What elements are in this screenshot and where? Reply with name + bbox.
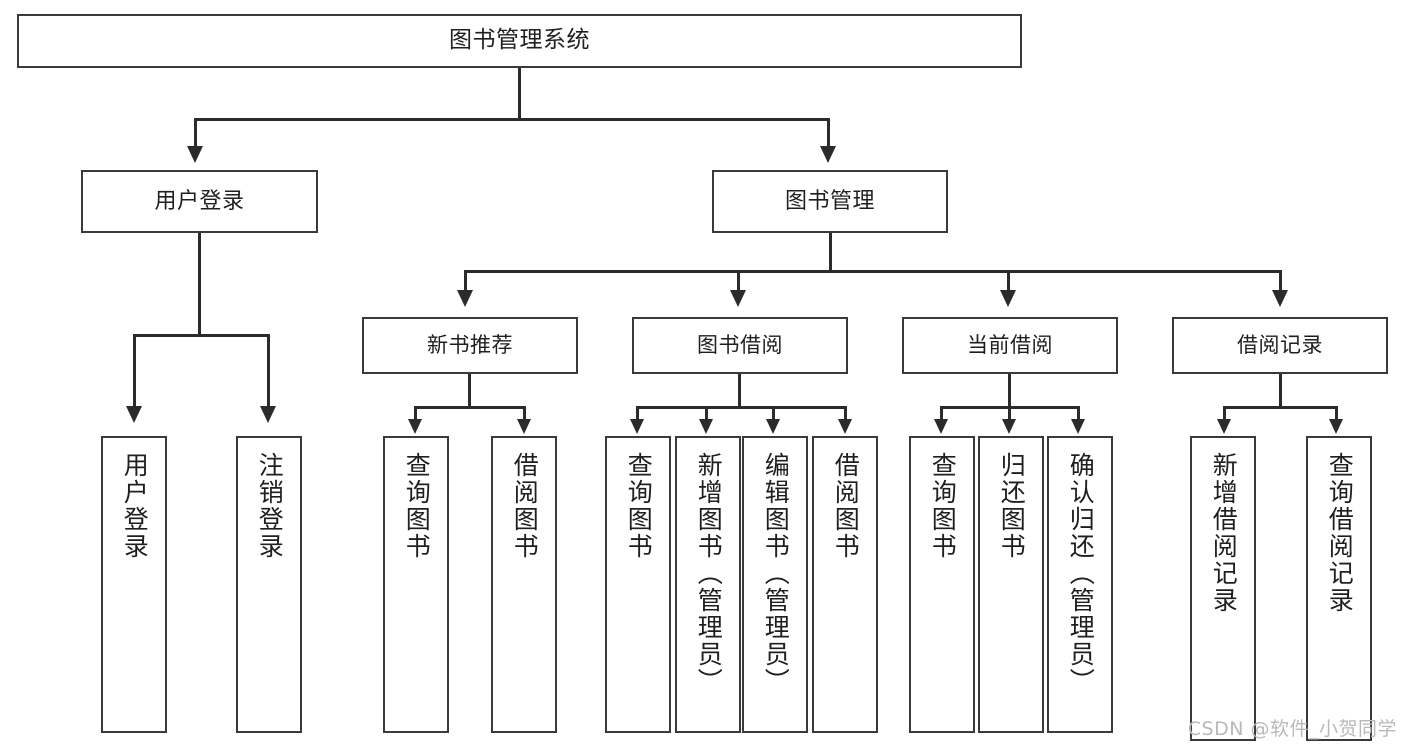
node-label: 确认归还（管理员） bbox=[1066, 452, 1096, 695]
node-label: 用户登录 bbox=[154, 188, 245, 214]
node-label: 查询借阅记录 bbox=[1325, 452, 1355, 614]
leaf-user-login-logout[interactable]: 注销登录 bbox=[236, 436, 302, 733]
connector-current-borrow-drop-3 bbox=[1077, 406, 1080, 420]
connector-borrow-record-drop-2 bbox=[1335, 406, 1338, 420]
node-label: 图书管理系统 bbox=[449, 27, 590, 54]
node-label: 查询图书 bbox=[624, 452, 654, 560]
connector-root-bus bbox=[194, 118, 830, 121]
connector-root-to-book-mgmt bbox=[827, 118, 830, 148]
node-new-book-recommend[interactable]: 新书推荐 bbox=[362, 317, 578, 374]
node-label: 图书管理 bbox=[784, 188, 875, 214]
arrowhead-book-borrow-leaf-4 bbox=[838, 419, 852, 434]
leaf-current-borrow-query-book[interactable]: 查询图书 bbox=[909, 436, 975, 733]
leaf-borrow-record-add-record[interactable]: 新增借阅记录 bbox=[1190, 436, 1256, 741]
connector-book-mgmt-drop-borrow-record bbox=[1279, 270, 1282, 292]
connector-new-book-drop-2 bbox=[523, 406, 526, 420]
arrowhead-new-book-recommend bbox=[457, 290, 473, 307]
arrowhead-root-to-user-login bbox=[187, 146, 203, 163]
connector-new-book-bus bbox=[414, 406, 526, 409]
node-user-login[interactable]: 用户登录 bbox=[81, 170, 318, 233]
node-label: 新增图书（管理员） bbox=[694, 452, 724, 695]
connector-book-mgmt-drop-current-borrow bbox=[1007, 270, 1010, 292]
arrowhead-borrow-record-leaf-2 bbox=[1329, 419, 1343, 434]
node-book-management[interactable]: 图书管理 bbox=[712, 170, 948, 233]
node-label: 编辑图书（管理员） bbox=[761, 452, 791, 695]
connector-book-borrow-drop-1 bbox=[636, 406, 639, 420]
leaf-book-borrow-query-book[interactable]: 查询图书 bbox=[605, 436, 671, 733]
csdn-watermark: CSDN @软件_小贺同学 bbox=[1187, 718, 1397, 740]
node-label: 用户登录 bbox=[120, 452, 150, 560]
leaf-new-book-borrow-book[interactable]: 借阅图书 bbox=[491, 436, 557, 733]
connector-borrow-record-bus bbox=[1223, 406, 1338, 409]
leaf-user-login-login[interactable]: 用户登录 bbox=[101, 436, 167, 733]
leaf-book-borrow-edit-book[interactable]: 编辑图书（管理员） bbox=[742, 436, 808, 733]
connector-borrow-record-stem bbox=[1279, 374, 1282, 407]
arrowhead-book-borrow-leaf-1 bbox=[630, 419, 644, 434]
arrowhead-current-borrow-leaf-3 bbox=[1071, 419, 1085, 434]
connector-book-mgmt-drop-book-borrow bbox=[737, 270, 740, 292]
node-book-borrow[interactable]: 图书借阅 bbox=[632, 317, 848, 374]
connector-borrow-record-drop-1 bbox=[1223, 406, 1226, 420]
connector-root-stem bbox=[518, 68, 521, 118]
connector-book-borrow-bus bbox=[636, 406, 847, 409]
node-label: 借阅图书 bbox=[510, 452, 540, 560]
arrowhead-borrow-record bbox=[1272, 290, 1288, 307]
connector-root-to-user-login bbox=[194, 118, 197, 148]
node-label: 注销登录 bbox=[255, 452, 285, 560]
node-label: 借阅图书 bbox=[831, 452, 861, 560]
node-borrow-record[interactable]: 借阅记录 bbox=[1172, 317, 1388, 374]
leaf-current-borrow-confirm-return[interactable]: 确认归还（管理员） bbox=[1047, 436, 1113, 733]
connector-new-book-stem bbox=[468, 374, 471, 407]
arrowhead-new-book-leaf-2 bbox=[517, 419, 531, 434]
arrowhead-user-login-leaf-1 bbox=[126, 406, 142, 423]
node-label: 当前借阅 bbox=[967, 333, 1053, 358]
arrowhead-borrow-record-leaf-1 bbox=[1217, 419, 1231, 434]
node-label: 新增借阅记录 bbox=[1209, 452, 1239, 614]
node-label: 借阅记录 bbox=[1237, 333, 1323, 358]
arrowhead-current-borrow-leaf-1 bbox=[934, 419, 948, 434]
connector-new-book-drop-1 bbox=[414, 406, 417, 420]
connector-book-borrow-drop-2 bbox=[705, 406, 708, 420]
connector-book-mgmt-drop-new-book bbox=[464, 270, 467, 292]
connector-current-borrow-stem bbox=[1008, 374, 1011, 407]
arrowhead-current-borrow bbox=[1000, 290, 1016, 307]
arrowhead-book-borrow-leaf-2 bbox=[699, 419, 713, 434]
connector-current-borrow-drop-2 bbox=[1008, 406, 1011, 420]
node-label: 查询图书 bbox=[402, 452, 432, 560]
node-label: 图书借阅 bbox=[697, 333, 783, 358]
leaf-new-book-query-book[interactable]: 查询图书 bbox=[383, 436, 449, 733]
connector-user-login-bus bbox=[133, 334, 270, 337]
arrowhead-user-login-leaf-2 bbox=[260, 406, 276, 423]
connector-book-borrow-drop-3 bbox=[772, 406, 775, 420]
node-label: 新书推荐 bbox=[427, 333, 513, 358]
leaf-book-borrow-add-book[interactable]: 新增图书（管理员） bbox=[675, 436, 741, 733]
leaf-borrow-record-query-record[interactable]: 查询借阅记录 bbox=[1306, 436, 1372, 741]
connector-user-login-drop-1 bbox=[133, 334, 136, 408]
connector-book-mgmt-bus bbox=[464, 270, 1282, 273]
node-root-system[interactable]: 图书管理系统 bbox=[17, 14, 1022, 68]
connector-book-borrow-drop-4 bbox=[844, 406, 847, 420]
arrowhead-root-to-book-mgmt bbox=[820, 146, 836, 163]
connector-book-mgmt-stem bbox=[829, 233, 832, 271]
node-label: 归还图书 bbox=[997, 452, 1027, 560]
arrowhead-book-borrow bbox=[730, 290, 746, 307]
arrowhead-book-borrow-leaf-3 bbox=[766, 419, 780, 434]
connector-user-login-drop-2 bbox=[267, 334, 270, 408]
node-current-borrow[interactable]: 当前借阅 bbox=[902, 317, 1118, 374]
connector-user-login-stem bbox=[198, 233, 201, 335]
connector-current-borrow-drop-1 bbox=[940, 406, 943, 420]
arrowhead-current-borrow-leaf-2 bbox=[1002, 419, 1016, 434]
node-label: 查询图书 bbox=[928, 452, 958, 560]
connector-book-borrow-stem bbox=[738, 374, 741, 407]
arrowhead-new-book-leaf-1 bbox=[408, 419, 422, 434]
leaf-current-borrow-return-book[interactable]: 归还图书 bbox=[978, 436, 1044, 733]
leaf-book-borrow-borrow-book[interactable]: 借阅图书 bbox=[812, 436, 878, 733]
